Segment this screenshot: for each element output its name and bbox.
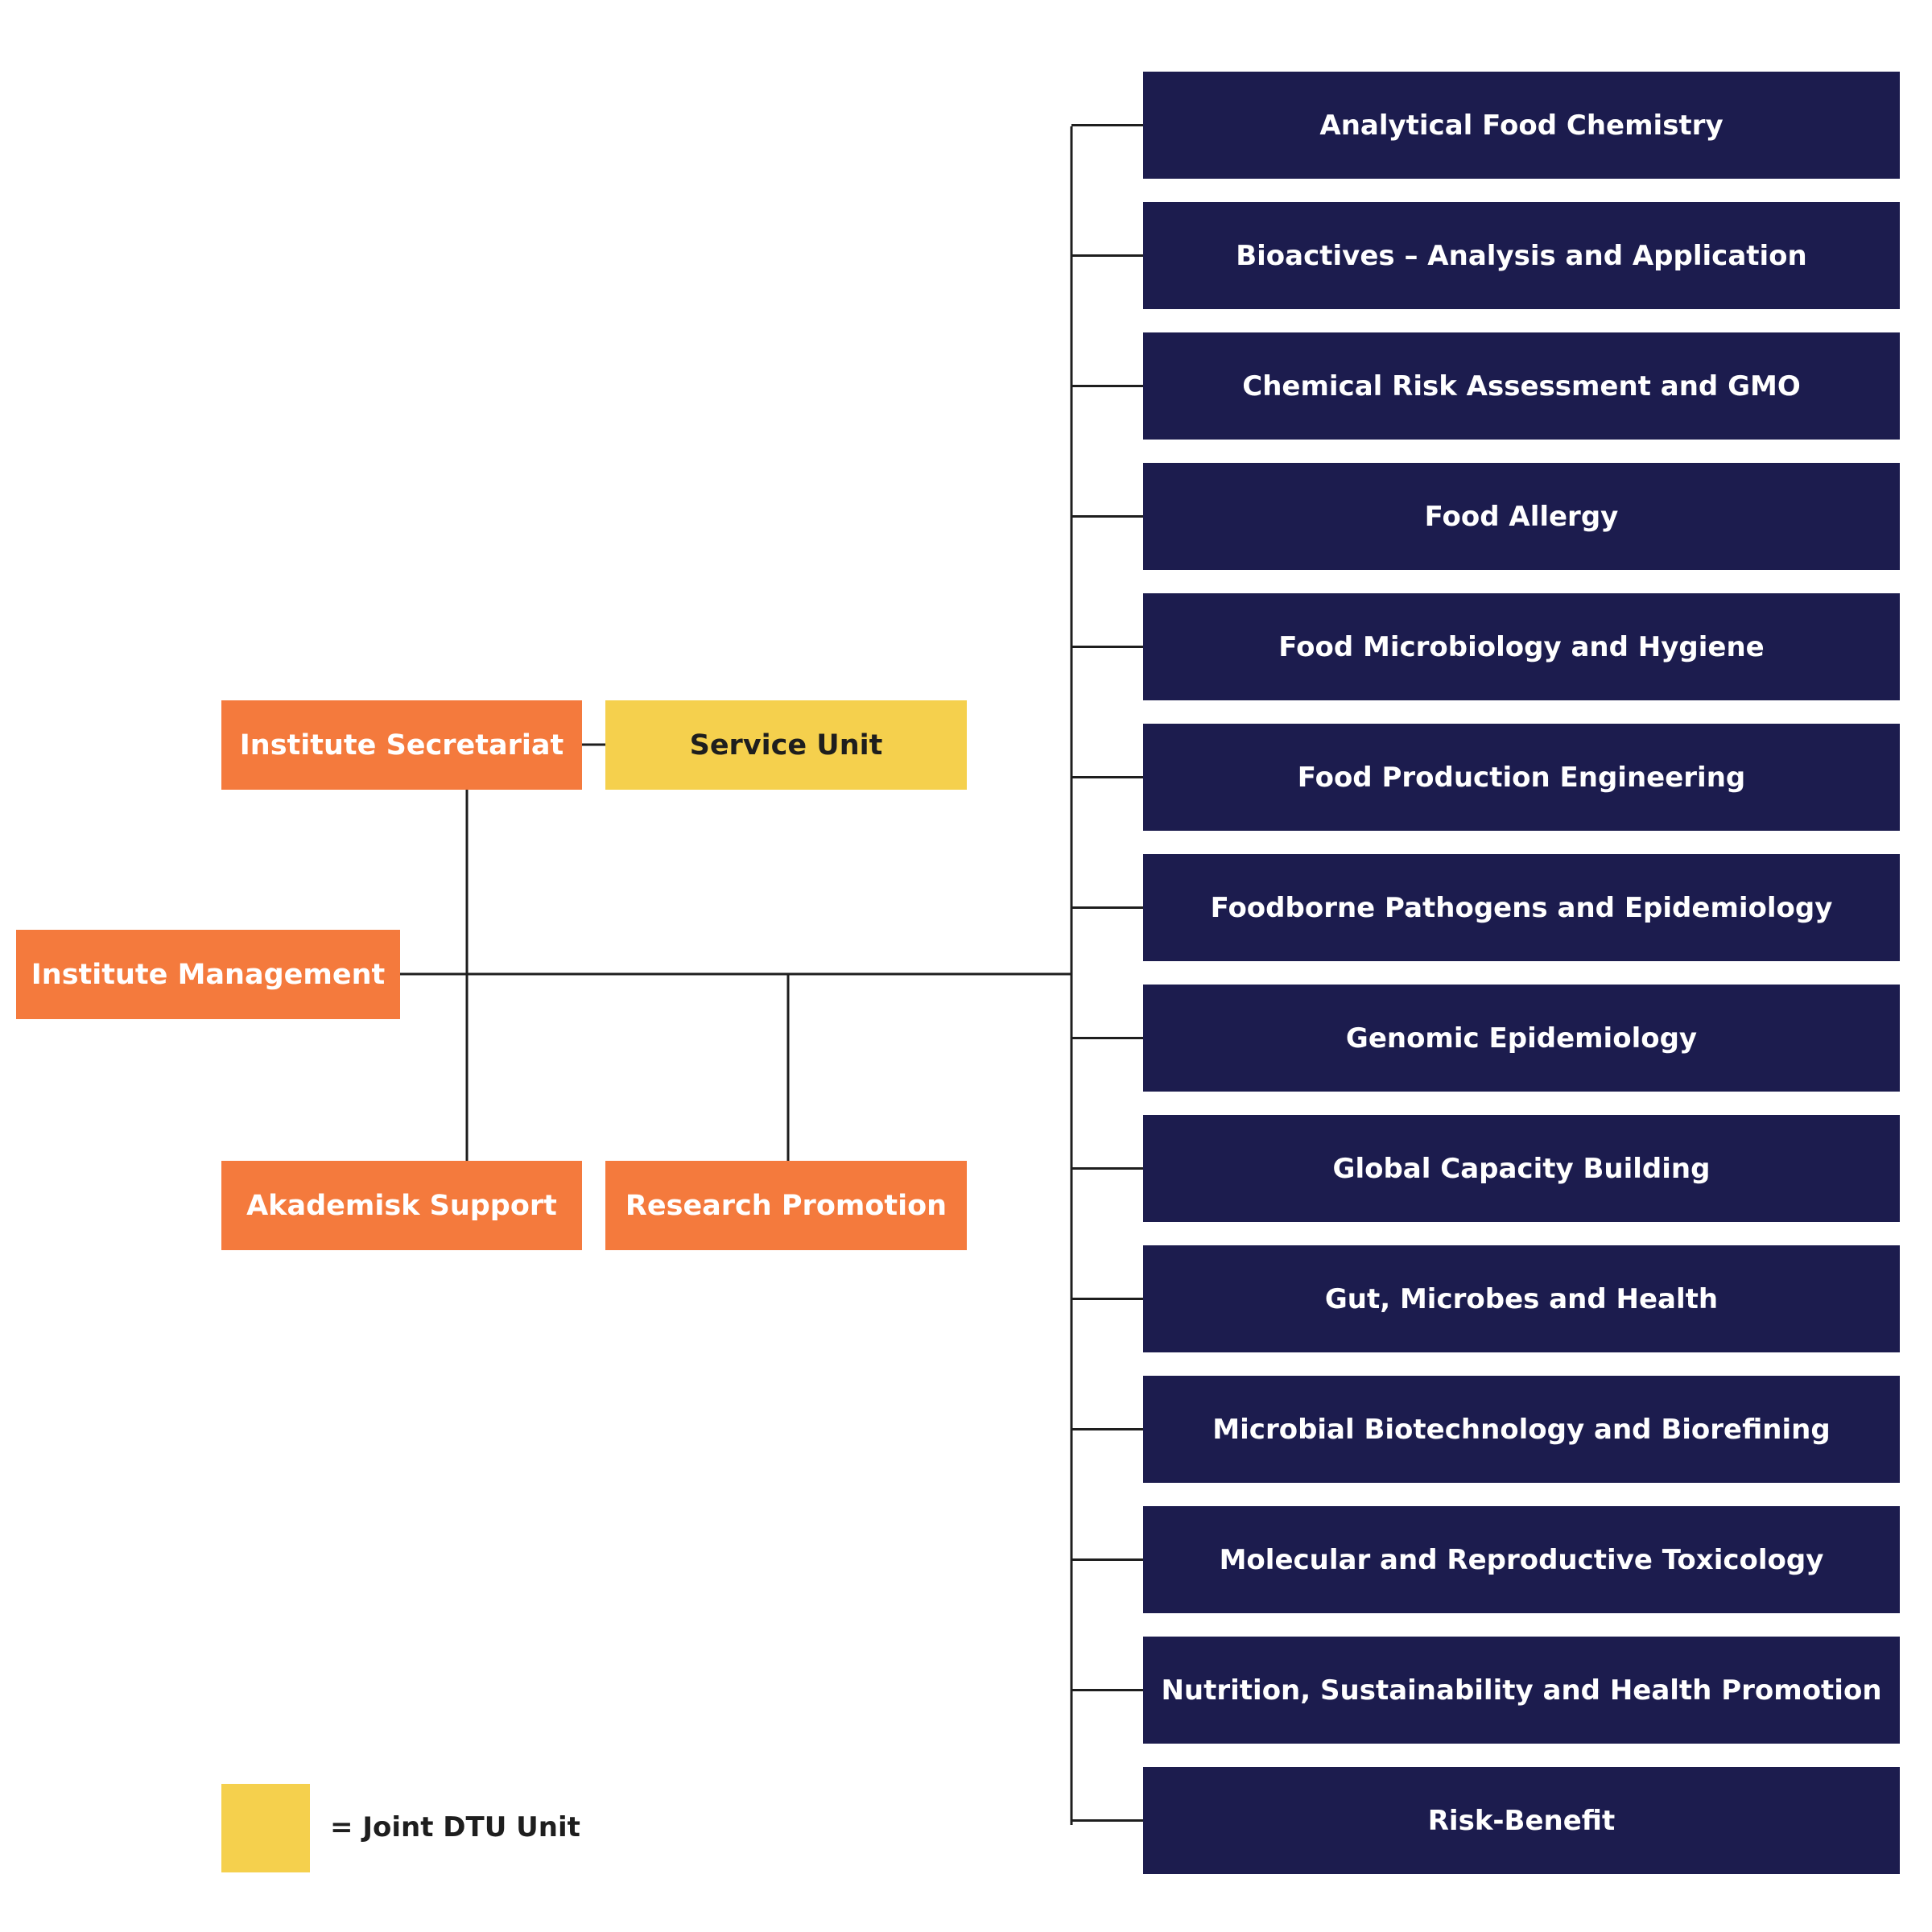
department-box: Bioactives – Analysis and Application xyxy=(1143,202,1900,309)
department-box: Nutrition, Sustainability and Health Pro… xyxy=(1143,1637,1900,1744)
institute-management-label: Institute Management xyxy=(31,958,386,991)
department-label: Global Capacity Building xyxy=(1332,1152,1711,1185)
department-label: Analytical Food Chemistry xyxy=(1319,109,1724,142)
department-box: Molecular and Reproductive Toxicology xyxy=(1143,1506,1900,1613)
department-label: Foodborne Pathogens and Epidemiology xyxy=(1210,891,1833,924)
department-box: Global Capacity Building xyxy=(1143,1115,1900,1222)
department-box: Analytical Food Chemistry xyxy=(1143,72,1900,179)
department-box: Microbial Biotechnology and Biorefining xyxy=(1143,1376,1900,1483)
department-label: Food Production Engineering xyxy=(1297,761,1746,794)
department-box: Risk-Benefit xyxy=(1143,1767,1900,1874)
department-label: Genomic Epidemiology xyxy=(1345,1022,1698,1055)
department-box: Foodborne Pathogens and Epidemiology xyxy=(1143,854,1900,961)
department-label: Chemical Risk Assessment and GMO xyxy=(1242,369,1801,402)
institute-secretariat-label: Institute Secretariat xyxy=(239,729,564,762)
department-box: Gut, Microbes and Health xyxy=(1143,1245,1900,1352)
department-box: Food Allergy xyxy=(1143,463,1900,570)
department-box: Food Microbiology and Hygiene xyxy=(1143,593,1900,700)
service-unit-box: Service Unit xyxy=(605,700,967,790)
department-label: Gut, Microbes and Health xyxy=(1324,1282,1719,1315)
akademisk-support-label: Akademisk Support xyxy=(246,1189,557,1222)
department-label: Bioactives – Analysis and Application xyxy=(1236,239,1807,272)
akademisk-support-box: Akademisk Support xyxy=(221,1161,582,1250)
department-box: Chemical Risk Assessment and GMO xyxy=(1143,332,1900,440)
legend-joint-unit-swatch xyxy=(221,1784,310,1872)
institute-secretariat-box: Institute Secretariat xyxy=(221,700,582,790)
department-label: Food Allergy xyxy=(1424,500,1619,533)
department-label: Risk-Benefit xyxy=(1427,1804,1616,1837)
department-label: Nutrition, Sustainability and Health Pro… xyxy=(1161,1674,1882,1707)
service-unit-label: Service Unit xyxy=(689,729,883,762)
department-label: Food Microbiology and Hygiene xyxy=(1278,630,1765,663)
department-label: Microbial Biotechnology and Biorefining xyxy=(1212,1413,1831,1446)
department-box: Genomic Epidemiology xyxy=(1143,985,1900,1092)
legend-joint-unit-label: = Joint DTU Unit xyxy=(330,1811,580,1843)
department-label: Molecular and Reproductive Toxicology xyxy=(1219,1543,1824,1576)
research-promotion-label: Research Promotion xyxy=(625,1189,947,1222)
department-box: Food Production Engineering xyxy=(1143,724,1900,831)
institute-management-box: Institute Management xyxy=(16,930,400,1019)
research-promotion-box: Research Promotion xyxy=(605,1161,967,1250)
